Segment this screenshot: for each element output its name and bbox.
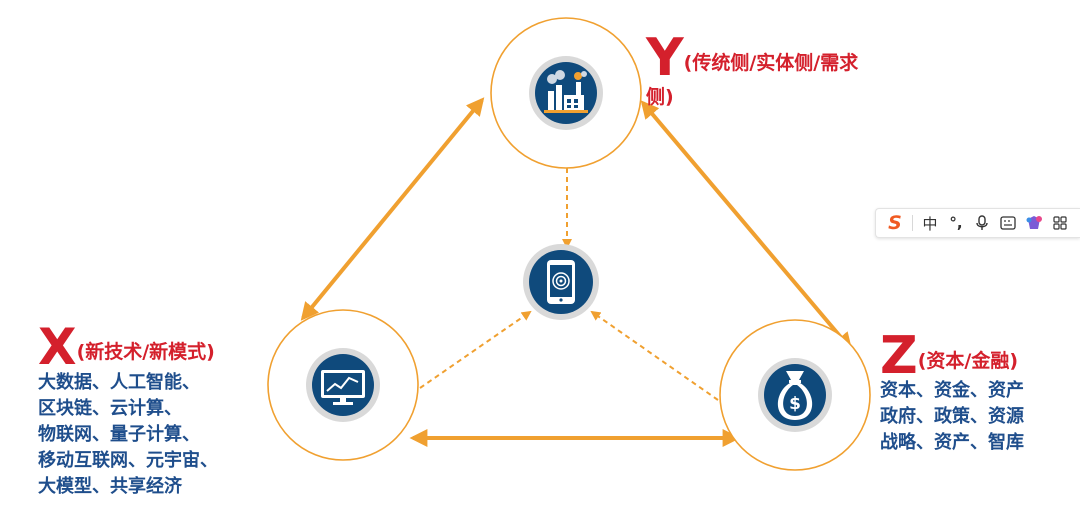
- node-x-subtitle: (新技术/新模式): [76, 341, 215, 363]
- node-z-letter: Z: [880, 326, 918, 386]
- punctuation-icon[interactable]: °,: [943, 209, 969, 237]
- desc-line: 区块链、云计算、: [38, 398, 182, 419]
- node-z-desc: 资本、资金、资产 政府、政策、资源 战略、资产、智库: [880, 378, 1024, 456]
- desc-line: 资本、资金、资产: [880, 380, 1024, 401]
- node-z-label: Z(资本/金融): [880, 330, 1018, 382]
- skin-icon[interactable]: [1021, 209, 1047, 237]
- chinese-mode-icon[interactable]: 中: [917, 209, 943, 237]
- arrow-y-x: [300, 97, 485, 321]
- punctuation-text: °,: [949, 214, 963, 232]
- microphone-icon[interactable]: [969, 209, 995, 237]
- desc-line: 战略、资产、智库: [880, 432, 1024, 453]
- dashed-arrow-z-center: [590, 310, 719, 401]
- microphone-glyph: [976, 215, 988, 230]
- ime-toolbar[interactable]: S 中 °,: [875, 208, 1080, 238]
- arrow-y-z: [640, 100, 853, 351]
- chinese-mode-text: 中: [922, 214, 938, 233]
- node-x-letter: X: [38, 318, 77, 376]
- desc-line: 大模型、共享经济: [38, 476, 182, 497]
- apps-grid-icon[interactable]: [1047, 209, 1073, 237]
- toolbar-divider: [912, 215, 913, 231]
- desc-line: 移动互联网、元宇宙、: [38, 450, 218, 471]
- factory-icon: [529, 56, 603, 130]
- smartphone-icon: [523, 244, 599, 320]
- desc-line: 政府、政策、资源: [880, 406, 1024, 427]
- apps-grid-glyph: [1053, 216, 1067, 230]
- dashed-arrow-x-center: [419, 310, 532, 389]
- svg-text:$: $: [789, 394, 801, 414]
- node-x-desc: 大数据、人工智能、 区块链、云计算、 物联网、量子计算、 移动互联网、元宇宙、 …: [38, 370, 218, 500]
- monitor-chart-icon: [306, 348, 380, 422]
- sogou-logo-text: S: [888, 212, 902, 234]
- node-z-subtitle: (资本/金融): [917, 350, 1019, 372]
- node-y-label: Y(传统侧/实体侧/需求: [646, 32, 858, 84]
- keyboard-glyph: [1000, 216, 1016, 230]
- node-x-label: X(新技术/新模式): [38, 322, 215, 372]
- node-y-subtitle-cont: 侧): [646, 86, 674, 108]
- desc-line: 物联网、量子计算、: [38, 424, 200, 445]
- node-y-subtitle: (传统侧/实体侧/需求: [683, 52, 859, 74]
- sogou-logo-icon[interactable]: S: [882, 209, 908, 237]
- desc-line: 大数据、人工智能、: [38, 372, 200, 393]
- keyboard-icon[interactable]: [995, 209, 1021, 237]
- node-y-letter: Y: [646, 28, 684, 88]
- skin-glyph: [1026, 216, 1042, 229]
- money-bag-icon: $: [758, 358, 832, 432]
